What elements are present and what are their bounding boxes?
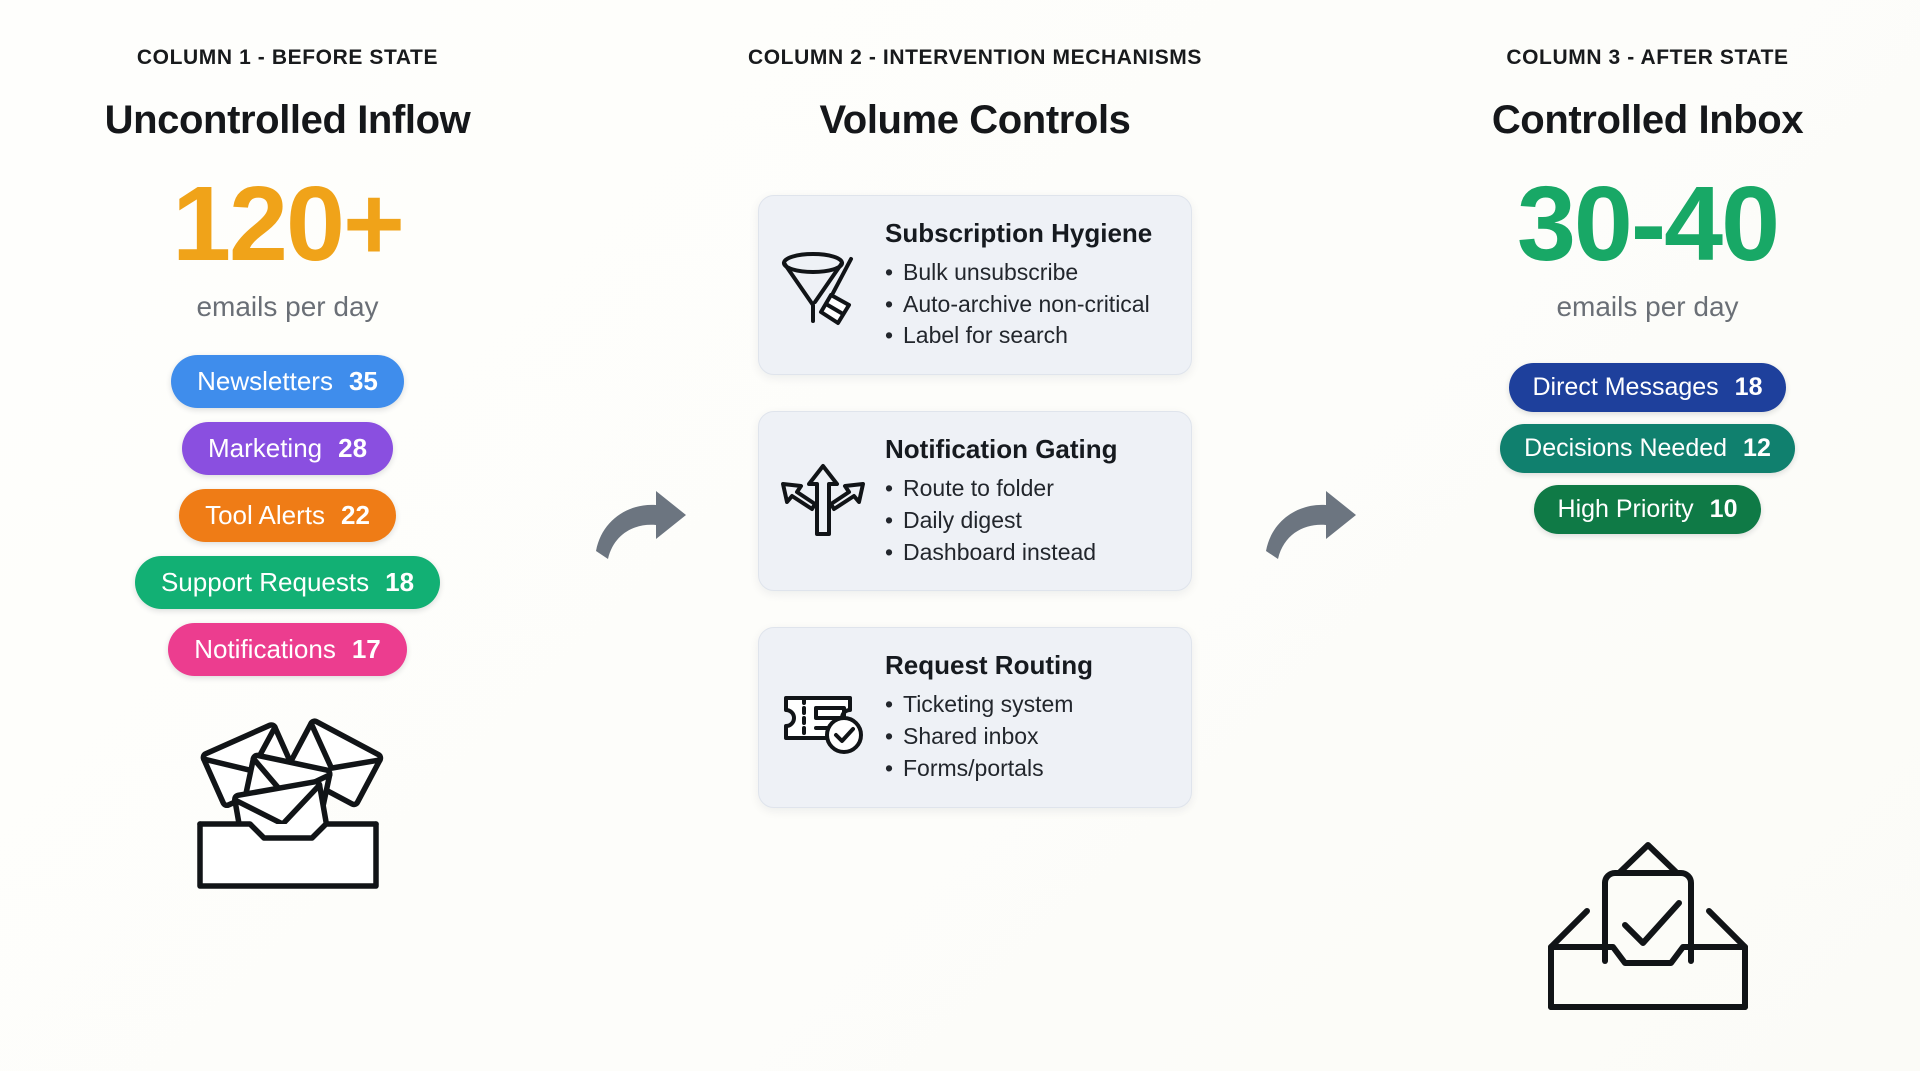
card-body: Request Routing Ticketing system Shared … [885, 650, 1169, 784]
card-bullet-list: Bulk unsubscribe Auto-archive non-critic… [885, 257, 1169, 352]
list-item: Ticketing system [885, 689, 1169, 721]
column-2-title: Volume Controls [819, 98, 1131, 142]
column-after-state: COLUMN 3 - AFTER STATE Controlled Inbox … [1375, 46, 1920, 1071]
mechanism-card-notification-gating[interactable]: Notification Gating Route to folder Dail… [758, 411, 1192, 592]
pill-label: Direct Messages [1532, 373, 1719, 401]
column-1-stat: 120+ [172, 165, 405, 283]
list-item[interactable]: High Priority 10 [1533, 485, 1762, 534]
curved-arrow-icon [1266, 490, 1356, 559]
list-item[interactable]: Direct Messages 18 [1508, 363, 1787, 412]
ticket-check-icon [777, 680, 869, 756]
pill-count: 28 [338, 433, 368, 463]
inbox-check-icon [1543, 839, 1753, 1019]
list-item: Bulk unsubscribe [885, 257, 1169, 289]
column-before-state: COLUMN 1 - BEFORE STATE Uncontrolled Inf… [0, 46, 575, 1071]
pill-label: Marketing [207, 433, 323, 463]
curved-arrow-icon [596, 490, 686, 559]
mechanism-card-request-routing[interactable]: Request Routing Ticketing system Shared … [758, 627, 1192, 808]
list-item: Daily digest [885, 505, 1169, 537]
column-1-title: Uncontrolled Inflow [104, 98, 471, 142]
column-1-kicker: COLUMN 1 - BEFORE STATE [136, 46, 439, 69]
pill-count: 35 [348, 366, 378, 396]
pill-count: 12 [1743, 434, 1771, 462]
column-1-stat-sublabel: emails per day [196, 291, 379, 322]
card-body: Subscription Hygiene Bulk unsubscribe Au… [885, 218, 1169, 352]
pill-label: Newsletters [197, 366, 333, 396]
list-item: Route to folder [885, 473, 1169, 505]
column-2-kicker: COLUMN 2 - INTERVENTION MECHANISMS [747, 46, 1203, 69]
list-item[interactable]: Newsletters 35 [171, 355, 404, 408]
list-item[interactable]: Notifications 17 [168, 623, 407, 676]
inflow-pill-stack: Newsletters 35 Marketing 28 Tool Alerts … [134, 355, 441, 676]
pill-count: 18 [1734, 373, 1763, 401]
column-3-kicker: COLUMN 3 - AFTER STATE [1506, 46, 1789, 69]
arrow-left-to-middle [575, 46, 705, 1071]
pill-count: 17 [351, 634, 381, 664]
pill-count: 18 [385, 567, 415, 597]
pill-label: High Priority [1557, 495, 1694, 523]
overflowing-mail-pile-icon [178, 718, 398, 898]
pill-label: Tool Alerts [205, 500, 326, 530]
controlled-pill-stack: Direct Messages 18 Decisions Needed 12 H… [1500, 363, 1795, 534]
column-3-stat: 30-40 [1516, 165, 1780, 283]
list-item: Shared inbox [885, 721, 1169, 753]
list-item: Label for search [885, 320, 1169, 352]
mechanism-card-subscription-hygiene[interactable]: Subscription Hygiene Bulk unsubscribe Au… [758, 195, 1192, 376]
mechanism-card-list: Subscription Hygiene Bulk unsubscribe Au… [758, 195, 1192, 808]
funnel-broom-icon [777, 243, 869, 327]
card-body: Notification Gating Route to folder Dail… [885, 434, 1169, 568]
column-intervention-mechanisms: COLUMN 2 - INTERVENTION MECHANISMS Volum… [705, 46, 1245, 1071]
three-way-arrow-icon [777, 460, 869, 542]
pill-count: 10 [1709, 495, 1738, 523]
list-item[interactable]: Tool Alerts 22 [179, 489, 396, 542]
list-item[interactable]: Support Requests 18 [134, 556, 441, 609]
list-item: Forms/portals [885, 753, 1169, 785]
pill-label: Support Requests [160, 567, 370, 597]
card-title: Subscription Hygiene [885, 218, 1153, 248]
list-item[interactable]: Marketing 28 [181, 422, 394, 475]
pill-label: Notifications [194, 634, 336, 664]
list-item: Dashboard instead [885, 537, 1169, 569]
list-item: Auto-archive non-critical [885, 289, 1169, 321]
card-bullet-list: Route to folder Daily digest Dashboard i… [885, 473, 1169, 568]
pill-label: Decisions Needed [1524, 434, 1728, 462]
card-title: Notification Gating [885, 434, 1118, 465]
arrow-middle-to-right [1245, 46, 1375, 1071]
list-item[interactable]: Decisions Needed 12 [1500, 424, 1795, 473]
column-3-stat-sublabel: emails per day [1556, 291, 1739, 322]
column-3-title: Controlled Inbox [1491, 98, 1804, 142]
card-title: Request Routing [885, 650, 1093, 681]
card-bullet-list: Ticketing system Shared inbox Forms/port… [885, 689, 1169, 784]
pill-count: 22 [341, 500, 370, 530]
